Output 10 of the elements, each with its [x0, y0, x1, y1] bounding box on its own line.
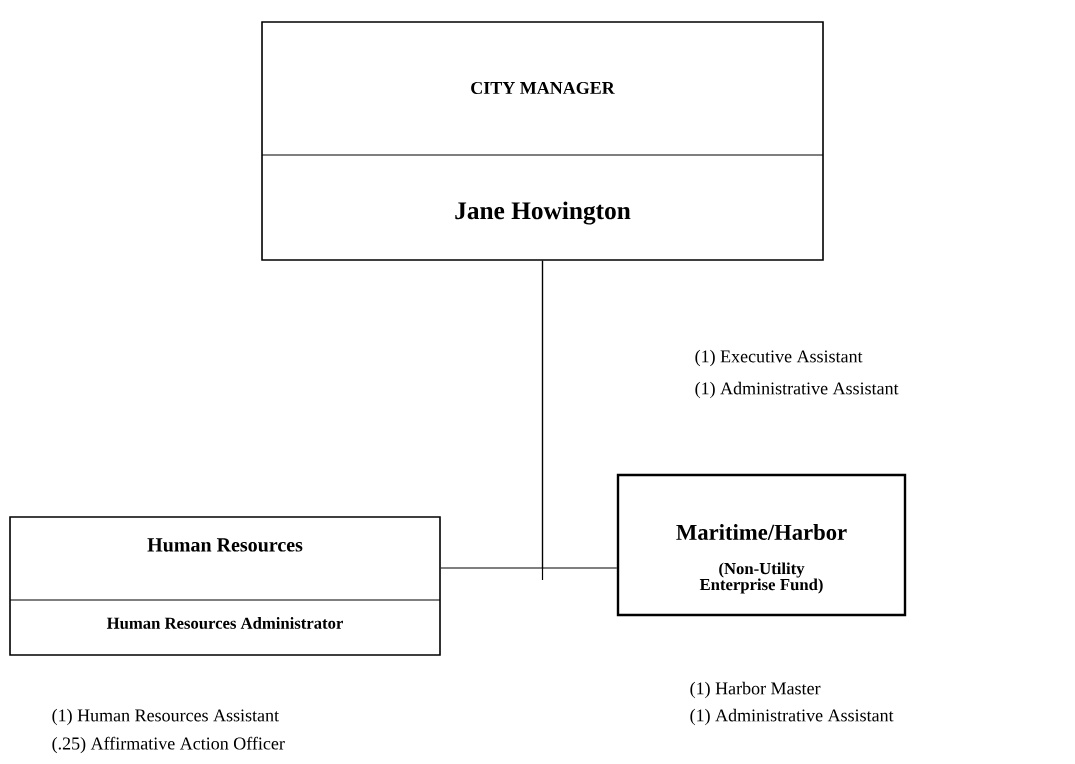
- org-box: Maritime/Harbor (Non-Utility Enterprise Fund): [616, 473, 907, 617]
- position-note: (1) Harbor Master: [690, 681, 821, 699]
- org-box: CITY MANAGER Jane Howington: [261, 21, 824, 261]
- position-note: (1) Human Resources Assistant: [52, 708, 279, 726]
- position-note: (.25) Affirmative Action Officer: [52, 736, 285, 754]
- position-note: (1) Executive Assistant: [695, 349, 863, 367]
- position-note: (1) Administrative Assistant: [690, 708, 894, 726]
- position-note: (1) Administrative Assistant: [695, 381, 899, 399]
- connector-line: [541, 260, 618, 569]
- org-box: Human Resources Human Resources Administrator: [9, 516, 441, 656]
